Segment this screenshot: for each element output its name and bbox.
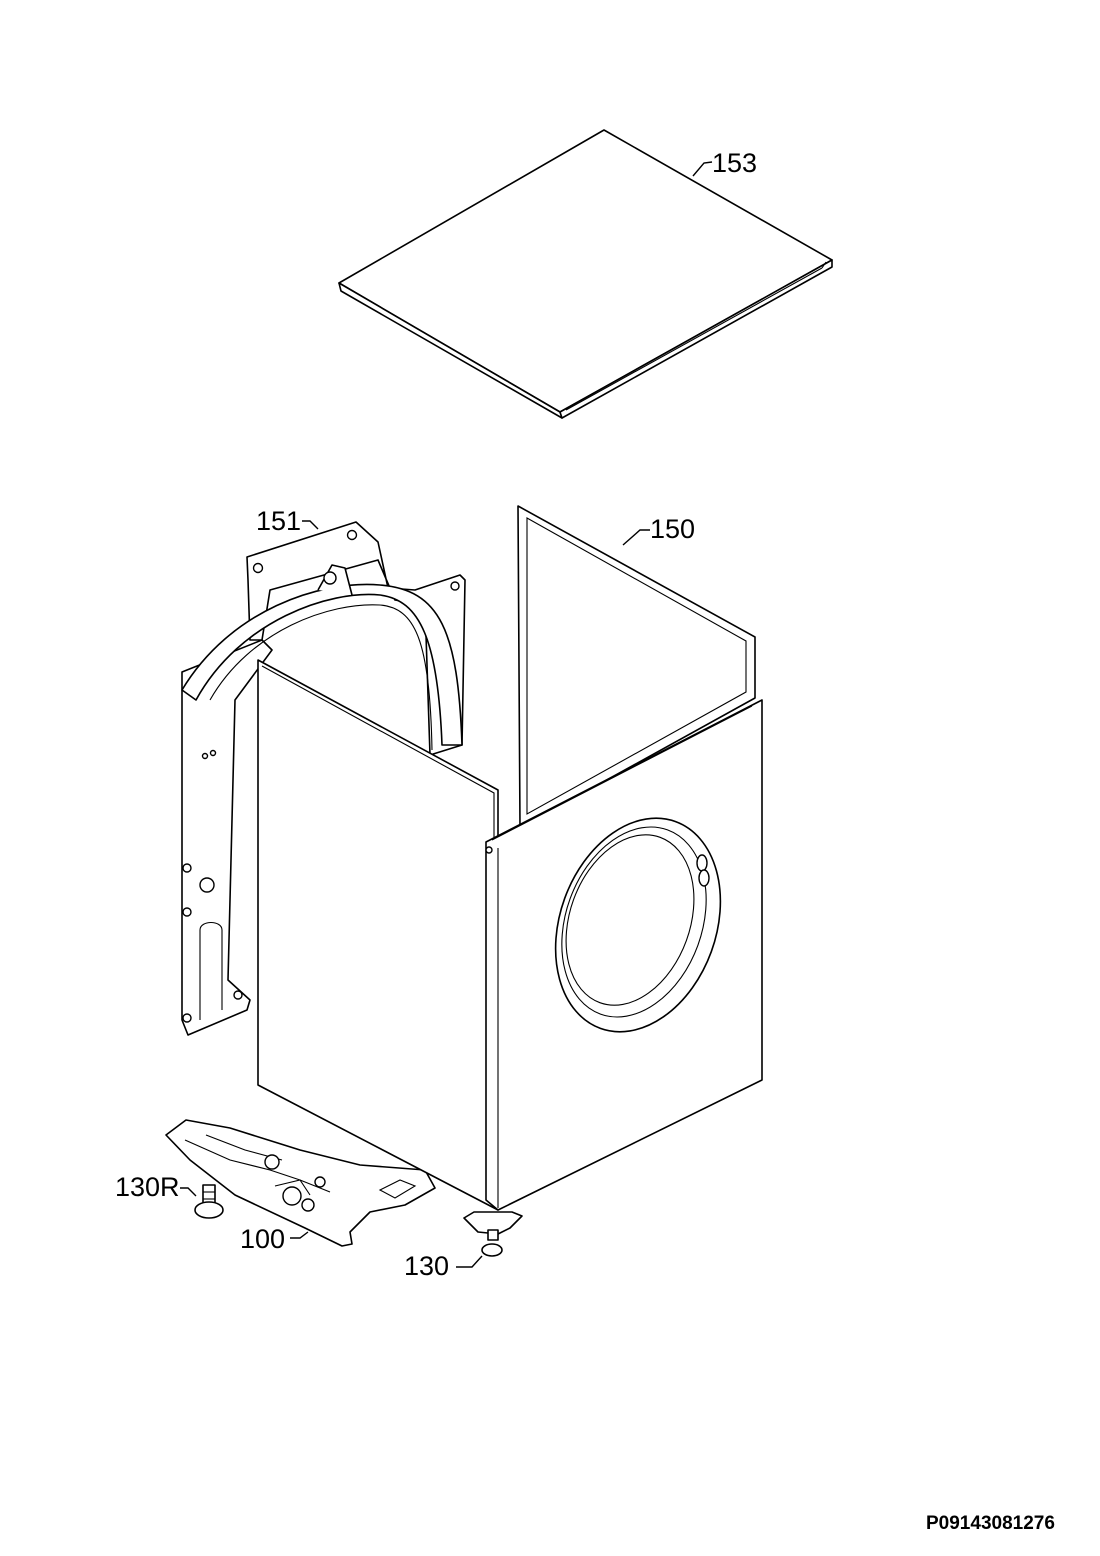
top-cover-part[interactable] bbox=[338, 129, 833, 419]
leader-line-130 bbox=[456, 1255, 483, 1268]
leader-line-100 bbox=[290, 1231, 309, 1239]
callout-150: 150 bbox=[650, 514, 695, 544]
cabinet-part[interactable] bbox=[257, 505, 763, 1241]
drawing-id-label: P09143081276 bbox=[926, 1513, 1055, 1534]
base-frame-part[interactable] bbox=[165, 1119, 436, 1247]
leader-line-151 bbox=[302, 520, 319, 530]
rear-foot-part[interactable] bbox=[194, 1184, 224, 1219]
leader-line-150 bbox=[622, 529, 650, 546]
front-foot-part[interactable] bbox=[481, 1243, 503, 1257]
callout-130r: 130R bbox=[115, 1172, 180, 1202]
rear-frame-part[interactable] bbox=[181, 521, 466, 1036]
leader-line-130r bbox=[180, 1187, 197, 1197]
leader-line-153 bbox=[692, 161, 713, 177]
callout-130: 130 bbox=[404, 1251, 449, 1281]
callout-100: 100 bbox=[240, 1224, 285, 1254]
callout-153: 153 bbox=[712, 148, 757, 178]
callout-151: 151 bbox=[256, 506, 301, 536]
